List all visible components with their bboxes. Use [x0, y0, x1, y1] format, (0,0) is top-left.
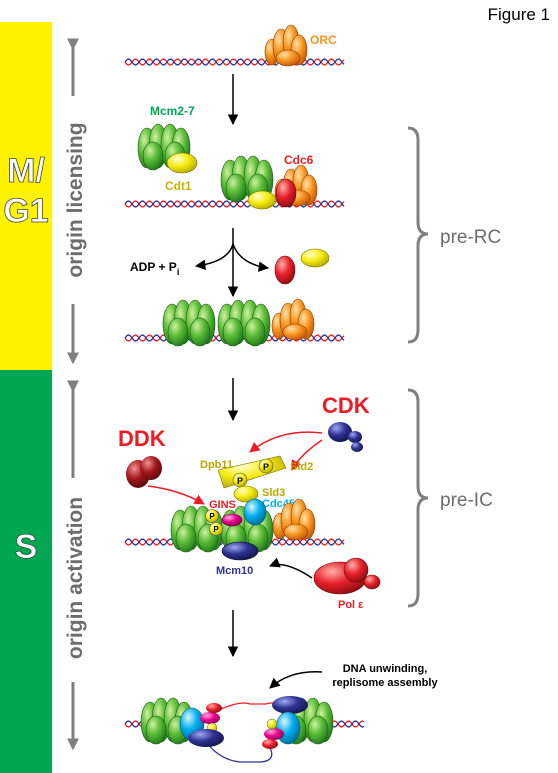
pre-ic-bracket [407, 388, 429, 608]
orc-complex [264, 24, 308, 67]
step-arrow-2 [194, 228, 270, 298]
cdc6-label: Cdc6 [284, 153, 314, 167]
ssdna-top [213, 702, 283, 713]
replisome-right [262, 696, 334, 749]
phase-label-g1: G1 [3, 192, 48, 230]
pol-arrow [269, 557, 313, 579]
ssdna-bottom [205, 741, 273, 763]
pre-ic-label: pre-IC [440, 490, 493, 511]
mcm10-protein [221, 541, 259, 561]
cdk-complex [328, 422, 363, 452]
orc-label: ORC [310, 33, 337, 47]
cdk-label: CDK [322, 393, 370, 418]
unwind-arrow [269, 671, 323, 689]
unwind-label-1: DNA unwinding, [343, 663, 428, 675]
released-cdt1 [300, 248, 330, 268]
licensing-arrow-label: origin licensing [64, 122, 87, 277]
pol-epsilon-label: Pol ε [338, 599, 364, 611]
ddk-phospho-1 [205, 509, 219, 523]
phospho-sld2 [258, 458, 274, 474]
dna-strand-step1 [124, 58, 345, 66]
ddk-phospho-2-p: P [213, 525, 219, 534]
released-cdc6 [274, 255, 296, 285]
gins-label: GINS [209, 499, 236, 511]
kinase-arrows [147, 431, 323, 505]
mcm-double-hexamer-right [217, 299, 271, 347]
replisome-left [140, 697, 224, 747]
sld3-label: Sld3 [262, 487, 285, 499]
cdc6-protein [275, 178, 297, 208]
activation-phase-bar [0, 370, 52, 773]
orc-complex-3 [271, 298, 315, 341]
activation-arrow-label: origin activation [64, 497, 87, 659]
cdc45-protein [243, 498, 267, 526]
ddk-label: DDK [118, 426, 166, 451]
mcm27-label: Mcm2-7 [150, 104, 195, 118]
sld3-protein [233, 485, 259, 503]
ddk-phospho-1-p: P [209, 512, 215, 521]
mcm10-label: Mcm10 [216, 565, 253, 577]
cdt1-label: Cdt1 [165, 179, 192, 193]
phospho-sld3-p: P [237, 476, 243, 486]
pre-rc-bracket [407, 126, 429, 344]
mcm-double-hexamer-left [162, 299, 216, 347]
ddk-complex [126, 456, 162, 488]
adp-pi-label: ADP + Pi [130, 260, 179, 277]
ddk-phospho-2 [209, 522, 223, 536]
cdt1-on-mcm [247, 190, 277, 210]
figure-label: Figure 1 [488, 5, 550, 24]
pre-rc-label: pre-RC [440, 227, 501, 248]
phase-label-m: M/ [7, 152, 45, 190]
phospho-sld2-p: P [263, 462, 269, 472]
pol-epsilon [313, 557, 381, 595]
phase-label-s: S [15, 528, 38, 566]
sld2-label: Sld2 [290, 461, 313, 473]
unwind-label-2: replisome assembly [332, 677, 438, 689]
gins-protein [221, 513, 243, 527]
licensing-phase-bar [0, 22, 52, 370]
cdt1-protein [166, 152, 198, 174]
dpb11-label: Dpb11 [200, 459, 233, 471]
